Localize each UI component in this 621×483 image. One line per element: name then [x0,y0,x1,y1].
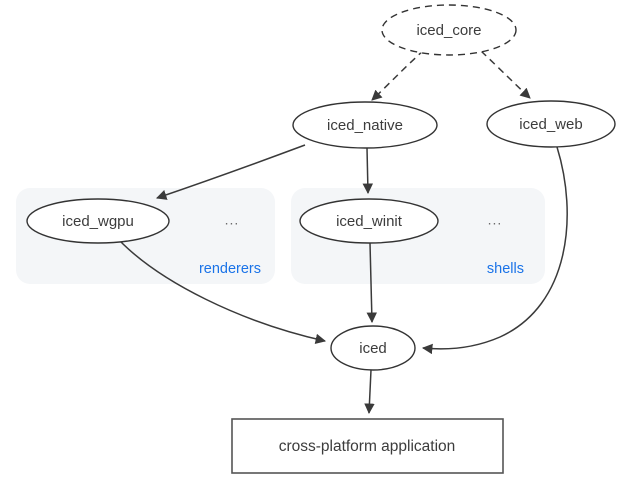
node-iced_wgpu-shape[interactable] [26,198,170,244]
edge-iced_core-to-iced_web [480,50,531,99]
node-iced_winit-shape[interactable] [299,198,439,244]
node-iced[interactable]: iced [330,325,416,371]
edge-iced_native-to-iced_winit [362,147,374,195]
node-iced_native[interactable]: iced_native [292,101,438,149]
group-shells-label: shells [487,261,524,277]
node-iced_winit[interactable]: iced_winit [299,198,439,244]
edge-iced_native-to-iced_wgpu [156,144,306,200]
node-iced_wgpu[interactable]: iced_wgpu [26,198,170,244]
node-iced-shape[interactable] [330,325,416,371]
edge-iced_winit-to-iced [366,242,378,324]
node-cross-platform-application[interactable]: cross-platform application [231,418,504,474]
node-iced_web-shape[interactable] [486,100,616,148]
group-renderers-label: renderers [199,261,261,277]
node-iced_native-shape[interactable] [292,101,438,149]
node-cross-platform-application-shape[interactable] [231,418,504,474]
edge-iced_wgpu-to-iced [118,239,327,345]
edge-iced_core-to-iced_native [371,49,425,101]
group-renderers-ellipsis: ... [225,212,240,228]
node-iced_web[interactable]: iced_web [486,100,616,148]
group-shells-ellipsis: ... [488,212,503,228]
node-iced_core-shape[interactable] [381,4,517,56]
edge-iced-to-application [364,369,375,415]
edge-iced_web-to-iced [421,146,568,355]
node-iced_core[interactable]: iced_core [381,4,517,56]
